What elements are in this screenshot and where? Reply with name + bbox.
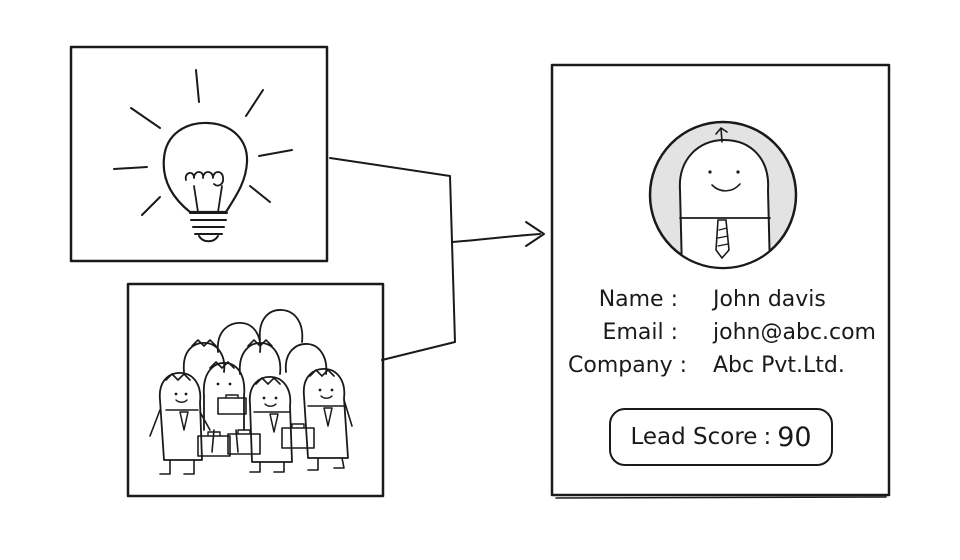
people-panel bbox=[126, 282, 385, 498]
lead-score-badge: Lead Score : 90 bbox=[609, 408, 833, 466]
profile-card-frame bbox=[550, 63, 891, 499]
name-label: Name : bbox=[598, 287, 678, 312]
arrow-head-icon bbox=[525, 221, 545, 247]
avatar bbox=[648, 120, 798, 270]
company-label: Company : bbox=[568, 353, 688, 378]
briefcase-icon bbox=[197, 394, 315, 457]
lead-score-label: Lead Score bbox=[630, 424, 758, 450]
email-label: Email : bbox=[602, 320, 678, 345]
company-value: Abc Pvt.Ltd. bbox=[713, 353, 845, 378]
name-value: John davis bbox=[713, 287, 826, 312]
lead-score-value: 90 bbox=[777, 421, 812, 453]
lead-score-separator: : bbox=[763, 424, 772, 450]
lightbulb-icon bbox=[113, 69, 293, 243]
crowd-illustration bbox=[149, 309, 353, 475]
connector-lines bbox=[329, 157, 545, 361]
idea-panel bbox=[69, 45, 329, 263]
email-value: john@abc.com bbox=[713, 320, 876, 345]
